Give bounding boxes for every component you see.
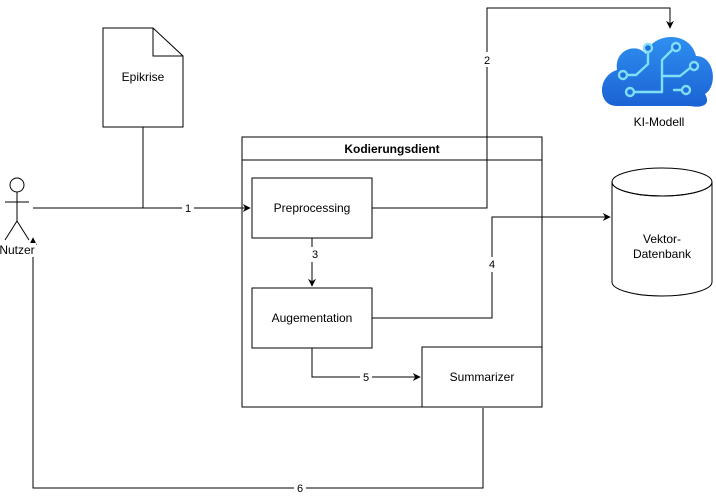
user-actor[interactable]: [4, 177, 30, 241]
edge-label-2: 2: [484, 55, 490, 67]
edge-6-summarizer-to-user[interactable]: [29, 237, 484, 489]
vector-db-label-line2: Datenbank: [633, 247, 692, 261]
document-label: Epikrise: [122, 70, 165, 84]
augmentation-label: Augementation: [272, 311, 353, 325]
cloud-circuit-icon: [602, 37, 713, 107]
edge-label-3: 3: [312, 249, 318, 261]
vector-db[interactable]: Vektor- Datenbank: [611, 167, 713, 297]
edge-label-5: 5: [363, 372, 369, 384]
edge-labels: 1 2 3 4 5 6: [182, 52, 498, 496]
document-fold-icon: [152, 28, 183, 57]
edge-label-6: 6: [297, 483, 303, 495]
actor-body-icon: [4, 192, 30, 241]
augmentation-box[interactable]: Augementation: [251, 287, 373, 349]
vector-db-label-line1: Vektor-: [643, 232, 681, 246]
user-label: Nutzer: [0, 243, 35, 257]
edge-5-augmentation-to-summarizer[interactable]: [311, 348, 421, 381]
service-title: Kodierungsdient: [344, 142, 439, 156]
edge-label-4: 4: [489, 259, 495, 271]
database-icon: [611, 182, 713, 297]
preprocessing-label: Preprocessing: [274, 201, 351, 215]
summarizer-box[interactable]: Summarizer: [421, 346, 543, 408]
actor-head-icon: [9, 177, 25, 193]
edge-2-preprocessing-to-ki-modell[interactable]: [372, 7, 674, 209]
service-container[interactable]: Kodierungsdient: [241, 136, 543, 408]
edge-label-1: 1: [185, 203, 191, 215]
ki-modell[interactable]: KI-Modell: [602, 37, 713, 129]
document-epikrise[interactable]: Epikrise: [102, 27, 184, 128]
ki-modell-label: KI-Modell: [634, 115, 685, 129]
document-icon: [102, 27, 184, 128]
preprocessing-box[interactable]: Preprocessing: [251, 177, 373, 239]
summarizer-label: Summarizer: [450, 370, 515, 384]
